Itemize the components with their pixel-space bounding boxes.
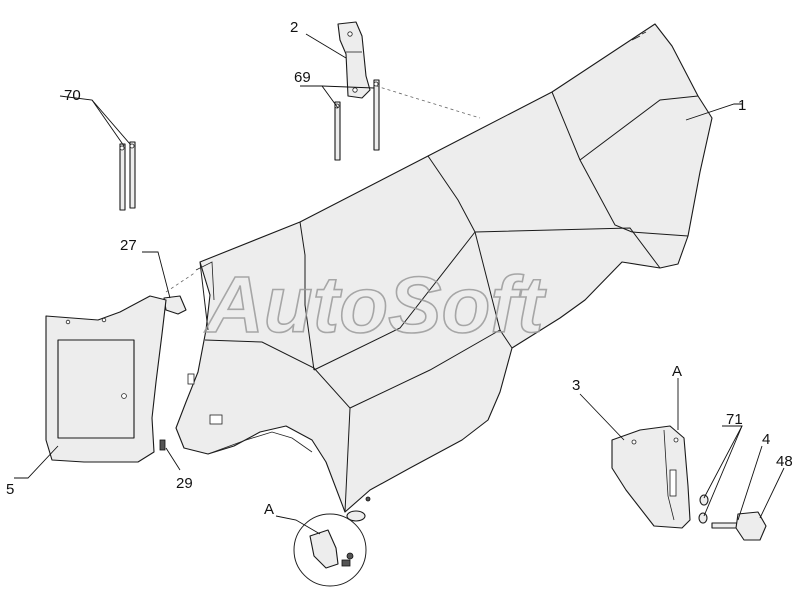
gas-struts-70 xyxy=(119,141,136,211)
detail-circle-a xyxy=(293,513,367,587)
callout-29: 29 xyxy=(176,475,193,492)
view-label-a-bottom: A xyxy=(264,501,274,518)
leader-lines xyxy=(14,33,785,535)
view-label-a-top: A xyxy=(672,363,682,380)
cover-panel xyxy=(45,295,167,463)
callout-27: 27 xyxy=(120,237,137,254)
callout-71: 71 xyxy=(726,411,743,428)
screw-29 xyxy=(159,439,166,451)
callout-4: 4 xyxy=(762,431,770,448)
callout-1: 1 xyxy=(738,97,746,114)
callout-3: 3 xyxy=(572,377,580,394)
callout-48: 48 xyxy=(776,453,793,470)
washers-71 xyxy=(698,494,709,524)
latch-bracket-3 xyxy=(611,425,691,529)
knob-48 xyxy=(735,511,767,541)
connection-line-strut xyxy=(375,85,481,119)
callout-5: 5 xyxy=(6,481,14,498)
fender-panel xyxy=(175,23,713,522)
bracket-27 xyxy=(163,295,187,315)
callout-69: 69 xyxy=(294,69,311,86)
watermark-text: AutoSoft xyxy=(204,260,547,349)
callout-2: 2 xyxy=(290,19,298,36)
connection-line-bracket xyxy=(165,271,197,293)
callout-70: 70 xyxy=(64,87,81,104)
hinge-bracket xyxy=(337,21,371,99)
